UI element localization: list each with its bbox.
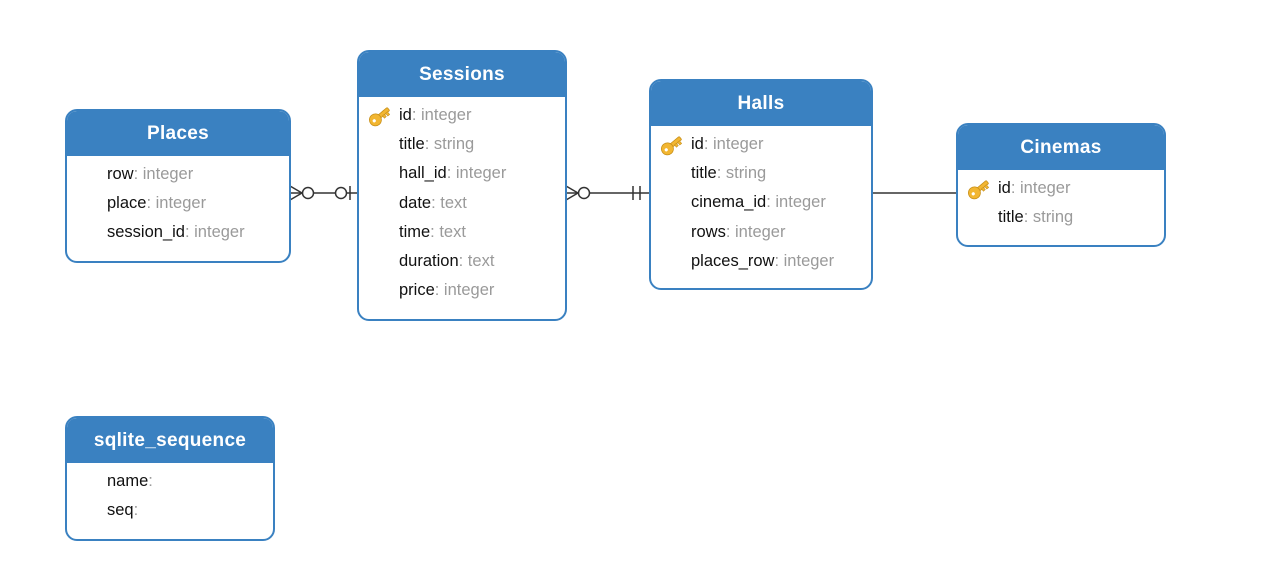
- field-type: : string: [424, 135, 475, 154]
- field-type: : string: [716, 164, 767, 183]
- field-name: session_id: [107, 223, 185, 242]
- field-list: id: integer title: string cinema_id: int…: [651, 126, 871, 276]
- field-name: id: [998, 179, 1011, 197]
- crowfoot-sessions-end: [565, 185, 591, 201]
- field-type: : integer: [774, 251, 835, 270]
- field-name: title: [399, 135, 425, 154]
- field-name: seq: [107, 501, 134, 520]
- field-type: : integer: [446, 164, 507, 183]
- field-name: id: [399, 106, 412, 124]
- field-row[interactable]: id: integer: [958, 174, 1164, 203]
- field-row[interactable]: rows: integer: [651, 218, 871, 247]
- field-type: :: [148, 472, 153, 490]
- field-row[interactable]: price: integer: [359, 276, 565, 305]
- zero-or-one-sessions-end: [334, 186, 351, 200]
- table-cinemas[interactable]: Cinemas id: integer title: string: [956, 123, 1166, 247]
- field-row[interactable]: date: text: [359, 189, 565, 218]
- field-name: date: [399, 193, 432, 212]
- field-name: price: [399, 281, 435, 300]
- field-name: places_row: [691, 251, 775, 270]
- field-type: : text: [430, 222, 466, 241]
- field-name: duration: [399, 251, 459, 270]
- field-name: row: [107, 165, 134, 183]
- field-row[interactable]: title: string: [651, 159, 871, 188]
- field-type: : string: [1023, 208, 1074, 227]
- field-type: :: [133, 501, 139, 520]
- field-type: : integer: [411, 106, 472, 124]
- field-type: : text: [458, 251, 495, 270]
- field-row[interactable]: places_row: integer: [651, 247, 871, 276]
- field-row[interactable]: hall_id: integer: [359, 159, 565, 188]
- key-icon: [367, 104, 393, 128]
- table-title: Places: [67, 111, 289, 156]
- field-list: row: integer place: integer session_id: …: [67, 156, 289, 248]
- key-icon: [966, 177, 992, 201]
- field-type: : integer: [146, 194, 207, 213]
- table-title: sqlite_sequence: [67, 418, 273, 463]
- field-row[interactable]: title: string: [359, 130, 565, 159]
- field-type: : integer: [1010, 179, 1071, 197]
- field-type: : integer: [133, 165, 194, 183]
- field-list: id: integer title: string: [958, 170, 1164, 232]
- field-type: : integer: [725, 222, 786, 241]
- field-row[interactable]: id: integer: [359, 101, 565, 130]
- field-name: name: [107, 472, 149, 490]
- field-type: : integer: [703, 135, 764, 153]
- table-sessions[interactable]: Sessions id: integer title: string hall_…: [357, 50, 567, 321]
- field-name: place: [107, 194, 147, 213]
- field-name: hall_id: [399, 164, 447, 183]
- field-name: title: [691, 164, 717, 183]
- field-name: cinema_id: [691, 193, 767, 212]
- field-type: : integer: [434, 281, 495, 300]
- field-row[interactable]: title: string: [958, 203, 1164, 232]
- field-row[interactable]: cinema_id: integer: [651, 188, 871, 217]
- exactly-one-halls-end: [632, 186, 641, 200]
- field-list: name: seq:: [67, 463, 273, 525]
- table-places[interactable]: Places row: integer place: integer sessi…: [65, 109, 291, 263]
- field-type: : text: [431, 193, 467, 212]
- table-halls[interactable]: Halls id: integer title: string cinema_i…: [649, 79, 873, 290]
- field-row[interactable]: id: integer: [651, 130, 871, 159]
- crowfoot-places-end: [289, 185, 315, 201]
- field-name: title: [998, 208, 1024, 227]
- field-row[interactable]: name:: [67, 467, 273, 496]
- table-title: Halls: [651, 81, 871, 126]
- field-type: : integer: [184, 223, 245, 242]
- field-row[interactable]: session_id: integer: [67, 218, 289, 247]
- field-type: : integer: [766, 193, 826, 212]
- field-row[interactable]: time: text: [359, 218, 565, 247]
- key-icon: [659, 133, 685, 157]
- table-sqlite-sequence[interactable]: sqlite_sequence name: seq:: [65, 416, 275, 541]
- field-name: id: [691, 135, 704, 153]
- field-row[interactable]: seq:: [67, 496, 273, 525]
- field-row[interactable]: place: integer: [67, 189, 289, 218]
- table-title: Cinemas: [958, 125, 1164, 170]
- field-name: rows: [691, 222, 726, 241]
- field-row[interactable]: row: integer: [67, 160, 289, 189]
- table-title: Sessions: [359, 52, 565, 97]
- field-list: id: integer title: string hall_id: integ…: [359, 97, 565, 305]
- field-name: time: [399, 222, 431, 241]
- field-row[interactable]: duration: text: [359, 247, 565, 276]
